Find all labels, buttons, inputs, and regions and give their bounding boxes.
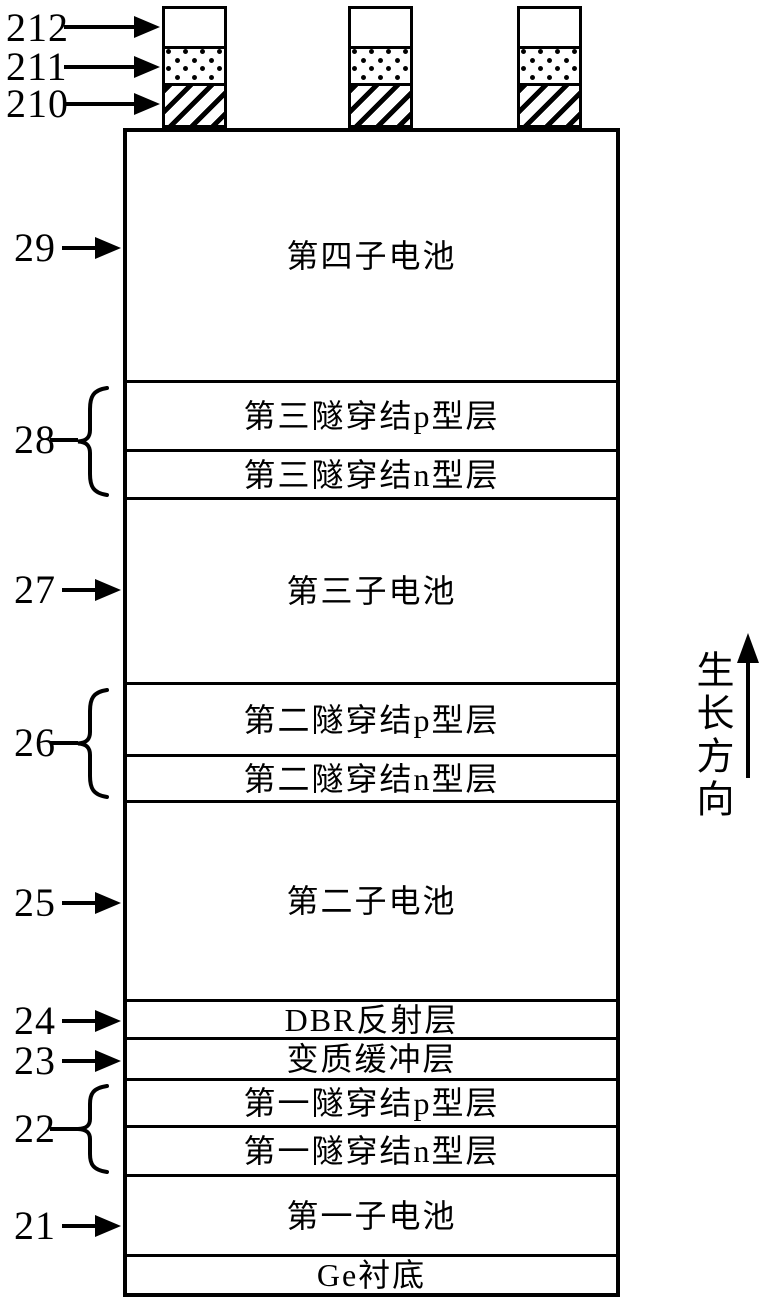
callout-22-label: 22	[14, 1106, 56, 1151]
arrow-head-icon	[95, 1010, 121, 1032]
callout-21-arrow	[62, 1214, 121, 1238]
layer-label: 第三隧穿结p型层	[243, 398, 500, 434]
callout-23-label: 23	[14, 1038, 56, 1083]
arrow-shaft	[64, 102, 134, 106]
layer-third-subcell: 第三子电池	[127, 500, 616, 685]
cap-layer	[351, 9, 410, 46]
arrow-head-icon	[95, 892, 121, 914]
layer-label: 第二隧穿结p型层	[243, 701, 500, 738]
callout-24-label: 24	[14, 998, 56, 1043]
arrow-shaft	[62, 1224, 95, 1228]
layer-tj2-n: 第二隧穿结n型层	[127, 757, 616, 803]
top-contact-stack	[517, 6, 582, 128]
callout-22-brace	[77, 1084, 109, 1174]
layer-label: 变质缓冲层	[286, 1041, 457, 1077]
hatched-layer	[165, 86, 224, 125]
layer-first-subcell: 第一子电池	[127, 1177, 616, 1257]
layer-fourth-subcell: 第四子电池	[127, 132, 616, 383]
layer-label: 第一隧穿结p型层	[243, 1085, 500, 1121]
callout-26-brace	[77, 688, 109, 799]
arrow-shaft	[62, 246, 95, 250]
layer-label: 第二隧穿结n型层	[243, 760, 500, 797]
layer-label: 第三隧穿结n型层	[243, 456, 500, 493]
arrow-shaft	[62, 1019, 95, 1023]
callout-211-label: 211	[6, 44, 68, 89]
arrow-head-icon	[95, 1050, 121, 1072]
arrow-shaft	[64, 25, 134, 29]
arrow-head-icon	[95, 1215, 121, 1237]
layer-tj1-n: 第一隧穿结n型层	[127, 1128, 616, 1177]
layer-dbr: DBR反射层	[127, 1002, 616, 1040]
top-contact-stack	[348, 6, 413, 128]
callout-29-arrow	[62, 236, 121, 260]
arrow-head-icon	[134, 93, 160, 115]
arrow-head-icon	[134, 16, 160, 38]
growth-arrow-shaft	[746, 661, 750, 778]
callout-26-connector	[50, 741, 78, 745]
callout-27-arrow	[62, 578, 121, 602]
callout-23-arrow	[62, 1049, 121, 1073]
hatched-layer	[351, 86, 410, 125]
layer-label: 第四子电池	[286, 238, 457, 274]
callout-28-connector	[50, 438, 78, 442]
arrow-shaft	[62, 588, 95, 592]
callout-28-brace	[77, 386, 109, 497]
layer-tj2-p: 第二隧穿结p型层	[127, 685, 616, 757]
layer-label: 第三子电池	[286, 573, 457, 609]
callout-28-label: 28	[14, 417, 56, 462]
arrow-head-icon	[95, 579, 121, 601]
layer-label: Ge衬底	[316, 1257, 427, 1293]
arrow-head-icon	[95, 237, 121, 259]
layer-label: 第二子电池	[286, 883, 457, 919]
callout-27-label: 27	[14, 567, 56, 612]
callout-24-arrow	[62, 1009, 121, 1033]
cap-layer	[520, 9, 579, 46]
callout-29-label: 29	[14, 225, 56, 270]
hatched-layer	[520, 86, 579, 125]
callout-26-label: 26	[14, 720, 56, 765]
top-contact-stack	[162, 6, 227, 128]
dotted-layer	[520, 46, 579, 86]
growth-arrow-head-icon	[737, 633, 759, 663]
layer-tj3-p: 第三隧穿结p型层	[127, 383, 616, 452]
layer-tj1-p: 第一隧穿结p型层	[127, 1081, 616, 1128]
arrow-shaft	[62, 901, 95, 905]
callout-212-arrow	[64, 15, 160, 39]
layer-substrate: Ge衬底	[127, 1257, 616, 1293]
arrow-shaft	[64, 65, 134, 69]
callout-210-arrow	[64, 92, 160, 116]
callout-210-label: 210	[6, 81, 69, 126]
layer-label: 第一隧穿结n型层	[243, 1133, 500, 1169]
layer-buffer: 变质缓冲层	[127, 1040, 616, 1081]
arrow-head-icon	[134, 56, 160, 78]
layer-label: 第一子电池	[286, 1197, 457, 1234]
callout-21-label: 21	[14, 1203, 56, 1248]
dotted-layer	[165, 46, 224, 86]
layer-second-subcell: 第二子电池	[127, 803, 616, 1002]
layer-tj3-n: 第三隧穿结n型层	[127, 452, 616, 500]
callout-212-label: 212	[6, 5, 69, 50]
dotted-layer	[351, 46, 410, 86]
callout-25-label: 25	[14, 880, 56, 925]
callout-211-arrow	[64, 55, 160, 79]
arrow-shaft	[62, 1059, 95, 1063]
callout-25-arrow	[62, 891, 121, 915]
layer-label: DBR反射层	[284, 1001, 459, 1038]
epitaxial-stack: 第四子电池 第三隧穿结p型层 第三隧穿结n型层 第三子电池 第二隧穿结p型层 第…	[123, 128, 620, 1297]
cap-layer	[165, 9, 224, 46]
callout-22-connector	[50, 1127, 78, 1131]
growth-direction-label: 生长方向	[690, 650, 732, 822]
